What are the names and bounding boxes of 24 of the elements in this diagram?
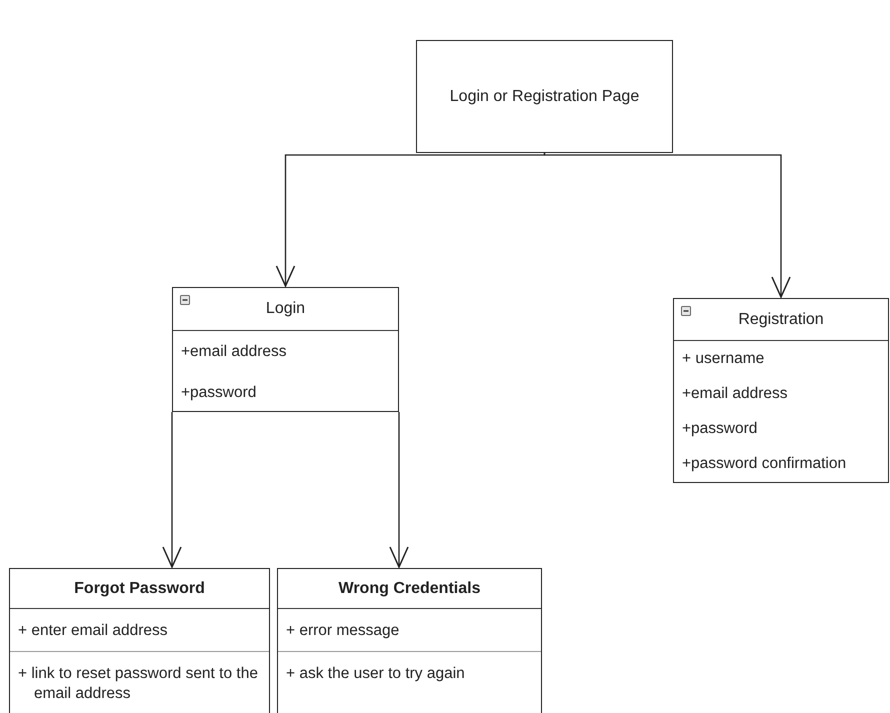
attribute-text: +password [180,382,258,402]
attribute-text: +password [681,418,758,438]
attribute-text: +password confirmation [681,454,848,474]
attribute-text: +email address [681,384,789,404]
arrow [389,412,409,568]
page-title: Login or Registration Page [450,88,640,106]
arrow [544,152,791,298]
class-name: Wrong Credentials [338,580,480,598]
class-box [172,287,399,412]
arrow [276,152,546,287]
attribute-text: + error message [285,621,400,641]
attribute-text: + username [681,348,766,368]
attribute-text: + enter email address [17,621,168,641]
attribute-text: +email address [180,342,288,362]
class-box [673,298,889,483]
class-name: Login [266,300,306,318]
class-box [9,568,270,713]
class-box [277,568,542,713]
page-box [416,40,673,153]
attribute-text: + link to reset password sent to the email address [17,664,259,704]
attribute-text: + ask the user to try again [285,664,466,684]
arrow [162,412,182,568]
class-name: Registration [738,310,824,328]
class-name: Forgot Password [74,580,205,598]
